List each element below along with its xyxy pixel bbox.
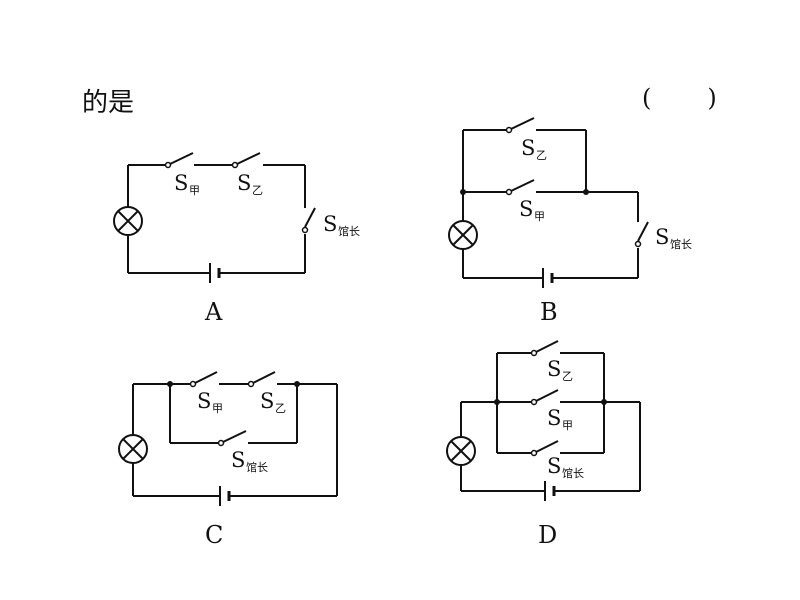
circuit-b: S 乙 S 甲 S 馆长 B	[448, 117, 692, 326]
circuit-d: S 乙 S 甲 S 馆长 D	[446, 340, 641, 549]
label-s-jia-a: S	[174, 171, 188, 195]
junction-dot	[494, 399, 500, 405]
answer-bracket: ()	[642, 84, 717, 112]
lamp-icon	[446, 436, 476, 466]
label-guanzhang-c: 馆长	[246, 460, 268, 474]
label-s-yi-c: S	[260, 389, 274, 413]
switch-jia-icon	[505, 179, 535, 196]
switch-jia-icon	[530, 389, 559, 406]
label-s-jia-b: S	[519, 197, 533, 221]
label-yi-c: 乙	[275, 402, 286, 415]
option-b-label: B	[540, 298, 558, 326]
switch-jia-icon	[164, 152, 194, 169]
circuit-a-wires	[127, 164, 306, 274]
switch-yi-icon	[231, 152, 261, 169]
bracket-close: )	[707, 84, 717, 112]
switch-guanzhang-icon	[530, 440, 559, 457]
switch-guanzhang-icon	[634, 221, 649, 248]
circuit-a: S 甲 S 乙 S 馆长 A	[113, 152, 360, 326]
junction-dot	[583, 189, 589, 195]
circuit-c-wires	[132, 383, 338, 497]
switch-yi-icon	[505, 117, 535, 134]
question-fragment: 的是	[82, 88, 135, 118]
label-yi-a: 乙	[252, 184, 263, 197]
label-jia-b: 甲	[534, 210, 545, 223]
junction-dot	[460, 189, 466, 195]
label-guanzhang-a: 馆长	[338, 224, 360, 238]
label-s-jia-d: S	[547, 406, 561, 430]
label-guanzhang-d: 馆长	[562, 466, 584, 480]
label-s-yi-a: S	[237, 171, 251, 195]
junction-dot	[601, 399, 607, 405]
switch-yi-icon	[247, 371, 276, 388]
label-s-guanzhang-b: S	[655, 225, 669, 249]
label-s-yi-d: S	[547, 357, 561, 381]
switch-guanzhang-icon	[301, 207, 316, 234]
label-jia-a: 甲	[189, 184, 200, 197]
switch-jia-icon	[189, 371, 218, 388]
lamp-icon	[113, 206, 143, 236]
label-s-guanzhang-a: S	[323, 212, 337, 236]
option-c-label: C	[205, 521, 223, 549]
lamp-icon	[448, 220, 478, 250]
switch-yi-icon	[530, 340, 559, 357]
label-s-guanzhang-c: S	[231, 448, 245, 472]
label-s-yi-b: S	[521, 136, 535, 160]
lamp-icon	[118, 434, 148, 464]
option-a-label: A	[204, 298, 223, 326]
switch-guanzhang-icon	[217, 430, 247, 447]
circuit-b-wires	[462, 129, 639, 279]
label-jia-c: 甲	[212, 402, 223, 415]
label-s-jia-c: S	[197, 389, 211, 413]
circuit-c: S 甲 S 乙 S 馆长 C	[118, 371, 338, 549]
label-guanzhang-b: 馆长	[670, 237, 692, 251]
label-yi-d: 乙	[562, 370, 573, 383]
bracket-open: (	[642, 84, 652, 112]
battery-icon	[219, 486, 231, 506]
battery-icon	[542, 268, 554, 288]
label-jia-d: 甲	[562, 419, 573, 432]
battery-icon	[544, 481, 556, 501]
junction-dot	[167, 381, 173, 387]
option-d-label: D	[538, 521, 557, 549]
label-yi-b: 乙	[536, 149, 547, 162]
junction-dot	[294, 381, 300, 387]
battery-icon	[209, 263, 221, 283]
label-s-guanzhang-d: S	[547, 454, 561, 478]
